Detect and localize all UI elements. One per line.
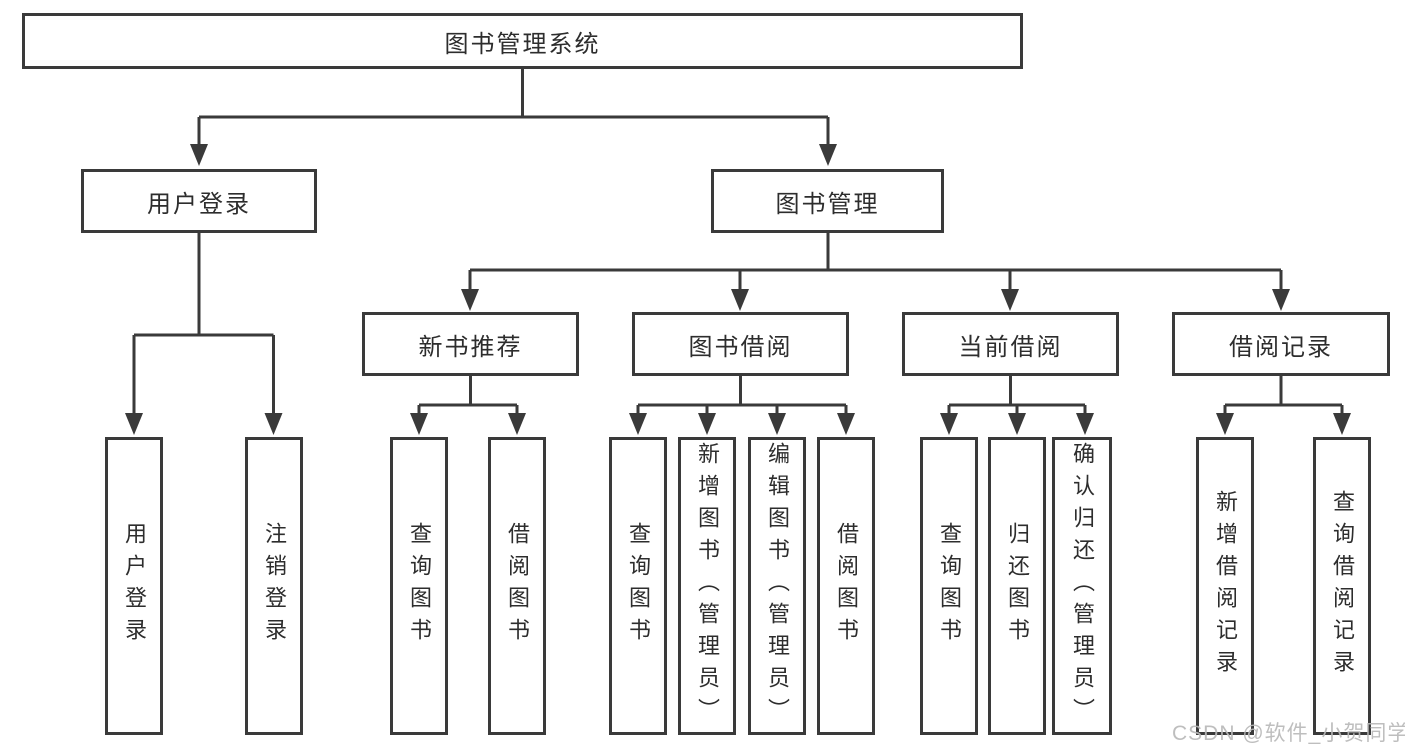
tree-edges (132, 69, 1344, 417)
arrowhead-icon (125, 413, 143, 435)
node-add-borrow-record: 新增借阅记录 (1196, 437, 1254, 735)
arrowhead-icon (1216, 413, 1234, 435)
arrowhead-icon (819, 144, 837, 166)
node-current-borrowing: 当前借阅 (902, 312, 1119, 376)
node-user-login-leaf: 用户登录 (105, 437, 163, 735)
arrowhead-icon (264, 413, 283, 435)
node-add-borrow-record-label: 新增借阅记录 (1213, 490, 1238, 682)
arrowhead-icon (940, 413, 958, 435)
node-confirm-return-admin-label: 确认归还（管理员） (1070, 442, 1095, 730)
node-new-book-recommend: 新书推荐 (362, 312, 579, 376)
arrowhead-icon (837, 413, 855, 435)
arrowhead-icon (768, 413, 786, 435)
arrowhead-icon (1008, 413, 1026, 435)
node-borrow-books-recommend-label: 借阅图书 (505, 522, 530, 650)
node-confirm-return-admin: 确认归还（管理员） (1052, 437, 1112, 735)
node-borrow-books-borrowing: 借阅图书 (817, 437, 875, 735)
node-edit-books-admin-label: 编辑图书（管理员） (765, 442, 790, 730)
arrowhead-icon (508, 413, 526, 435)
arrowhead-icon (461, 289, 479, 311)
node-edit-books-admin: 编辑图书（管理员） (748, 437, 806, 735)
node-user-login-leaf-label: 用户登录 (122, 522, 147, 650)
node-logout-label: 注销登录 (262, 522, 287, 650)
node-logout: 注销登录 (245, 437, 303, 735)
node-borrowing-records: 借阅记录 (1172, 312, 1390, 376)
node-query-borrow-record: 查询借阅记录 (1313, 437, 1371, 735)
node-book-borrowing: 图书借阅 (632, 312, 849, 376)
arrowhead-icon (1001, 289, 1019, 311)
node-return-books: 归还图书 (988, 437, 1046, 735)
node-query-books-current: 查询图书 (920, 437, 978, 735)
node-book-management: 图书管理 (711, 169, 944, 233)
node-library-management-system: 图书管理系统 (22, 13, 1023, 69)
node-query-books-borrowing: 查询图书 (609, 437, 667, 735)
csdn-watermark: CSDN @软件_小贺同学 (1172, 722, 1405, 745)
node-add-books-admin: 新增图书（管理员） (678, 437, 736, 735)
arrowhead-icon (629, 413, 647, 435)
node-query-borrow-record-label: 查询借阅记录 (1330, 490, 1355, 682)
arrowhead-icon (731, 289, 749, 311)
arrowhead-icon (698, 413, 716, 435)
node-query-books-current-label: 查询图书 (937, 522, 962, 650)
arrowhead-icon (1333, 413, 1351, 435)
node-borrow-books-recommend: 借阅图书 (488, 437, 546, 735)
node-query-books-recommend: 查询图书 (390, 437, 448, 735)
node-borrow-books-borrowing-label: 借阅图书 (834, 522, 859, 650)
arrowheads (125, 144, 1351, 435)
arrowhead-icon (1272, 289, 1290, 311)
node-return-books-label: 归还图书 (1005, 522, 1030, 650)
node-query-books-recommend-label: 查询图书 (407, 522, 432, 650)
arrowhead-icon (190, 144, 208, 166)
node-add-books-admin-label: 新增图书（管理员） (695, 442, 720, 730)
arrowhead-icon (1076, 413, 1094, 435)
node-user-login: 用户登录 (81, 169, 317, 233)
arrowhead-icon (410, 413, 428, 435)
node-query-books-borrowing-label: 查询图书 (626, 522, 651, 650)
